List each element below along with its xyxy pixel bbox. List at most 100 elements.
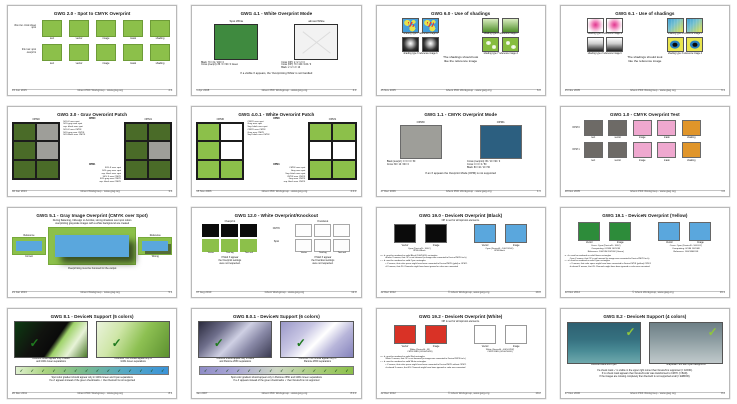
swatch-row: this row: crnsk sheet spot text vector i… [12,19,172,40]
cap-shading: shading type 7 [403,33,419,36]
footer-number: 2.0 [168,89,173,93]
check-icon: ✓ [291,367,295,373]
slide-cell-1[interactable]: GWG 2.0 - Spot to CMYK Overprint this ro… [0,0,184,101]
green-swatch [123,44,143,62]
explanation-line: c X means, that color space might have b… [569,263,652,266]
spot-row [196,238,263,252]
legend-item: sep. black over spot [101,172,121,175]
meta-right: Cross: Cyan (DeviceN - 100C0Y) Overprint… [670,245,702,253]
cap-mark: d [700,52,702,55]
left-caption: Correct [25,255,33,259]
swatch-row: OPM 1 text vector image mask shading [565,142,725,162]
meta-left: White (DeviceN - W) CMYK RED (0/100/100/… [407,349,432,355]
note-line-2: If no check mark appears then DeviceN co… [601,372,688,376]
footer-org: Ghent PDF Workgroup - www.gwg.org [261,190,308,194]
slide-cell-9[interactable]: GWG 5.1 - Gray Image Overprint (CMYK ove… [0,202,184,303]
slide-cell-8[interactable]: GWG 1.0 - CMYK Overprint Test OPM 0 text… [553,101,737,202]
patch-grid [196,121,245,180]
footer-date: 12 Dec 2012 [380,392,396,396]
note-line: If Mod X appear [314,255,332,259]
black-swatch [425,224,448,244]
right-reference-label: Reference [149,233,161,237]
check-icon: ✓ [258,367,262,373]
op-note: OP is set for all topmost elements. [441,320,480,324]
footer-date: 15 Nov 2005 [380,89,396,93]
shading-pair: shading type 7 reference image a [387,17,455,36]
slide-cell-7[interactable]: GWG 1.1 - CMYK Overprint Mode OPM0 Black… [369,101,553,202]
swatch-item: mask [657,119,677,139]
note-line-1: The shadings should look [627,55,663,60]
slide-cell-15[interactable]: GWG 19.2 - DeviceN Overprint (White) OP … [369,303,553,404]
green-swatch [221,238,239,252]
spot-row [289,238,356,252]
swatch-item: Image [425,224,448,247]
meta-line: Black (overprt): 0 / 0 / 0 / 50 [386,160,416,163]
slide-cell-6[interactable]: GWG 4.0.1 - White Overprint Patch OPM0 [184,101,368,202]
page-body: OPM0 Black (overprt): 0 / 0 / 0 / 50 Cro… [381,117,541,190]
legend-bottom-title: OPM1 [88,164,96,167]
footer-org: Ghent PDF Workgroup - www.gwg.org [630,190,676,194]
meta-line: Cyan (DeviceN - 100C/0%K) [485,247,514,250]
page-body: Overprint Vector Text big Text [196,218,356,291]
swatch-group: text vector image mask shading [583,142,701,162]
legend-item: Gray over spot [290,170,306,173]
swatch-item: Vector [394,224,417,247]
page-footer: 15 Nov 2006 Ghent PDF Workgroup - www.gw… [196,189,357,194]
slide-cell-3[interactable]: GWG 6.0 - Use of shadings shading type 7… [369,0,553,101]
stage-row: Reference Correct Reference Wrong [12,226,173,265]
explanation-line: a + b: must be rendered as solid Black (… [380,254,438,257]
gray-swatch [608,119,628,136]
slide-cell-12[interactable]: GWG 19.1 - DeviceN Overprint (Yellow) Ve… [553,202,737,303]
overprint-header: Overprint [224,219,236,223]
knockout-header: Knockout [317,219,329,223]
footer-date: 15 Nov 2005 [564,89,580,93]
page-title: GWG 19.1 - DeviceN Overprint (Yellow) [602,212,688,218]
swatch-item: text [583,142,603,162]
cyan-swatch [474,224,497,244]
slide-cell-5[interactable]: GWG 3.0 - Gray Overprint Patch OPM0 [0,101,184,202]
shading-images [586,17,624,33]
footer-number: 19.0 [535,291,541,295]
swatch-item: image [632,142,652,162]
slide-cell-16[interactable]: GWG 8.2 - DeviceN Support (4 colors) ✓ ✓… [553,303,737,404]
patch-grid [308,121,357,180]
swatch-caption: Image [512,243,520,247]
cap-reference: reference image [419,33,436,36]
meta-line: Reference: 100C0M0Y0K [673,250,699,253]
check-icon: ✓ [312,367,317,373]
patch-cell [125,141,149,161]
page-footer: Jan 2007 Ghent PDF Workgroup - www.gwg.o… [196,391,357,396]
page-gwg-6-0: GWG 6.0 - Use of shadings shading type 7… [375,5,546,96]
meta-line: CMYK RED (0/100/100/0) [487,351,513,354]
swatch-item: Vector [578,221,601,244]
slide-cell-11[interactable]: GWG 19.0 - DeviceN Overprint (Black) OP … [369,202,553,303]
black-swatch [202,223,220,237]
explanation-list: a + b: must be rendered as solid Red rec… [381,356,541,370]
slide-cell-14[interactable]: GWG 8.0.1 - DeviceN Support (6 colors) ✓… [184,303,368,404]
cap-mark: c [700,33,702,36]
swatch-caption: Image [697,241,704,245]
patch-layout: OPM0 OPM0 CMYK over spot Gray over [196,118,357,190]
cap-reference: reference image [603,52,620,55]
check-icon: ✓ [150,367,154,373]
row-side-label: this row: spot overprint [21,48,36,55]
orange-swatch [681,119,701,136]
check-icon: ✓ [323,367,327,373]
explanation-list: a + b: must be rendered as solid Green r… [565,255,725,269]
slide-cell-10[interactable]: GWG 12.0 - White Overprint/Knockout Over… [184,202,368,303]
swatch-caption: Vector [481,344,489,348]
swatch-item: image [96,19,116,40]
check-icon: ✓ [85,367,89,373]
page-body: Spot White Black: 70 / 31 / 100 / 0 Cros… [196,16,356,89]
page-footer: 12 Dec 2012 © Ghent Workgroup, www.gwg.o… [380,290,541,295]
legend-top: OPM0 50% K over spot 50% gray over spot … [63,118,121,137]
shading-sample [402,37,420,53]
slide-cell-4[interactable]: GWG 6.1 - Use of shadings shading type 3… [553,0,737,101]
white-swatch [333,223,351,237]
slide-cell-2[interactable]: GWG 4.1 - White Overprint Mode Spot Whit… [184,0,368,101]
legend-item: 50% K over spot [104,167,121,170]
check-icon: ✓ [29,336,40,351]
explanation-line: a + b: must be rendered as solid Green r… [564,254,612,257]
slide-cell-13[interactable]: GWG 8.1 - DeviceN Support (5 colors) ✓ ✓… [0,303,184,404]
reference-sample [421,37,439,53]
